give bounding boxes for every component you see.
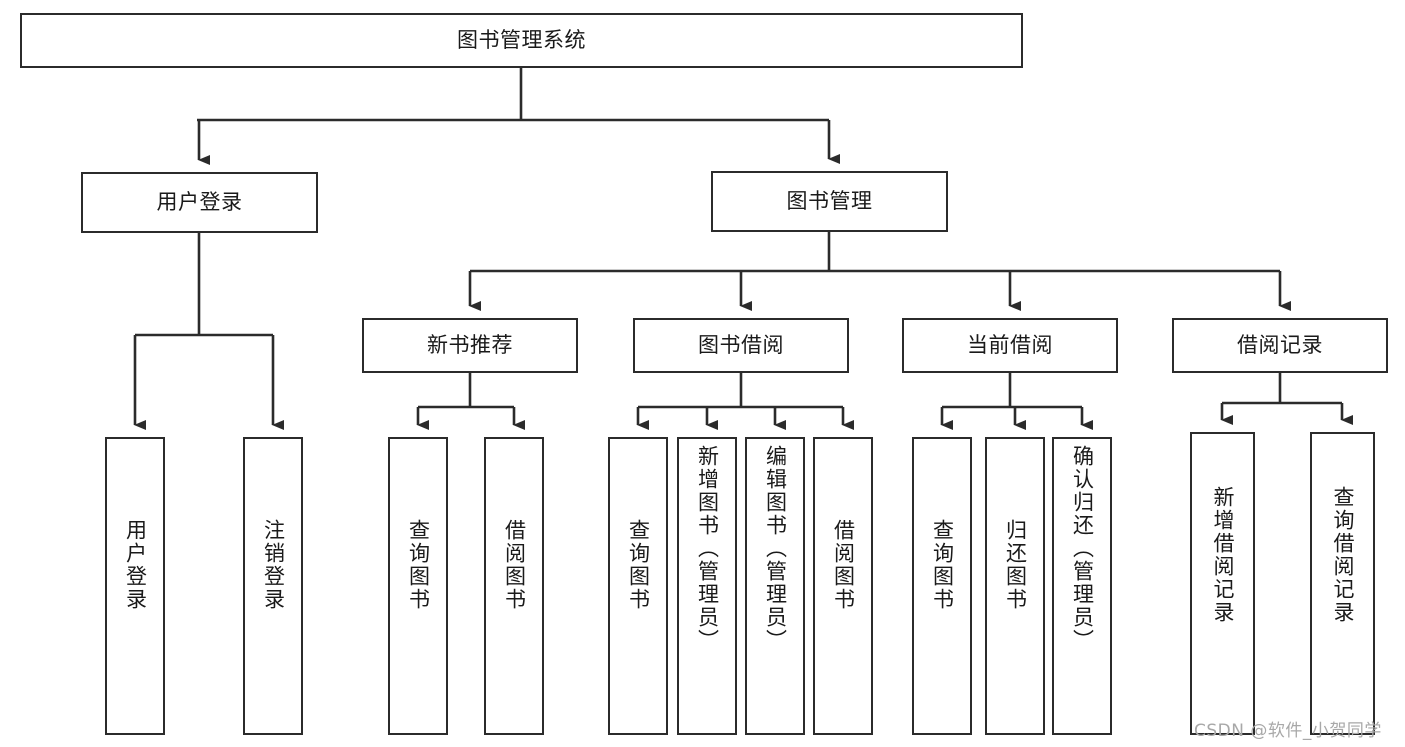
node-current-borrow[interactable]: 当前借阅 <box>902 318 1118 373</box>
node-book-management-label: 图书管理 <box>786 189 873 214</box>
node-borrow-record-label: 借阅记录 <box>1237 333 1323 358</box>
leaf-query-book-borrow-label: 查询图书 <box>626 519 651 611</box>
leaf-borrow-book-newbook-label: 借阅图书 <box>502 519 527 611</box>
leaf-add-borrow-record-label: 新增借阅记录 <box>1211 486 1235 624</box>
node-current-borrow-label: 当前借阅 <box>967 333 1053 358</box>
node-root[interactable]: 图书管理系统 <box>20 13 1023 68</box>
node-user-login-label: 用户登录 <box>156 190 243 215</box>
leaf-edit-book-admin-label: 编辑图书（管理员） <box>763 445 788 652</box>
leaf-logout-label: 注销登录 <box>261 519 286 611</box>
leaf-confirm-return-admin[interactable]: 确认归还（管理员） <box>1052 437 1112 735</box>
node-user-login[interactable]: 用户登录 <box>81 172 318 233</box>
leaf-add-book-admin-label: 新增图书（管理员） <box>695 445 720 652</box>
node-borrow-record[interactable]: 借阅记录 <box>1172 318 1388 373</box>
leaf-confirm-return-admin-label: 确认归还（管理员） <box>1070 445 1095 652</box>
leaf-borrow-book-borrow-label: 借阅图书 <box>831 519 856 611</box>
leaf-borrow-book-borrow[interactable]: 借阅图书 <box>813 437 873 735</box>
leaf-return-book[interactable]: 归还图书 <box>985 437 1045 735</box>
leaf-logout[interactable]: 注销登录 <box>243 437 303 735</box>
node-new-book-recommend-label: 新书推荐 <box>427 333 513 358</box>
leaf-query-book-newbook[interactable]: 查询图书 <box>388 437 448 735</box>
leaf-query-book-current-label: 查询图书 <box>930 519 955 611</box>
node-book-borrow-label: 图书借阅 <box>698 333 784 358</box>
leaf-user-login-label: 用户登录 <box>123 519 148 611</box>
leaf-query-borrow-record-label: 查询借阅记录 <box>1331 486 1355 624</box>
leaf-query-borrow-record[interactable]: 查询借阅记录 <box>1310 432 1375 735</box>
node-book-management[interactable]: 图书管理 <box>711 171 948 232</box>
leaf-add-borrow-record[interactable]: 新增借阅记录 <box>1190 432 1255 735</box>
leaf-query-book-borrow[interactable]: 查询图书 <box>608 437 668 735</box>
leaf-query-book-newbook-label: 查询图书 <box>406 519 431 611</box>
node-book-borrow[interactable]: 图书借阅 <box>633 318 849 373</box>
leaf-return-book-label: 归还图书 <box>1003 519 1028 611</box>
leaf-edit-book-admin[interactable]: 编辑图书（管理员） <box>745 437 805 735</box>
leaf-add-book-admin[interactable]: 新增图书（管理员） <box>677 437 737 735</box>
leaf-borrow-book-newbook[interactable]: 借阅图书 <box>484 437 544 735</box>
node-root-label: 图书管理系统 <box>457 28 586 53</box>
leaf-query-book-current[interactable]: 查询图书 <box>912 437 972 735</box>
csdn-watermark: CSDN @软件_小贺同学 <box>1194 721 1382 741</box>
leaf-user-login[interactable]: 用户登录 <box>105 437 165 735</box>
node-new-book-recommend[interactable]: 新书推荐 <box>362 318 578 373</box>
